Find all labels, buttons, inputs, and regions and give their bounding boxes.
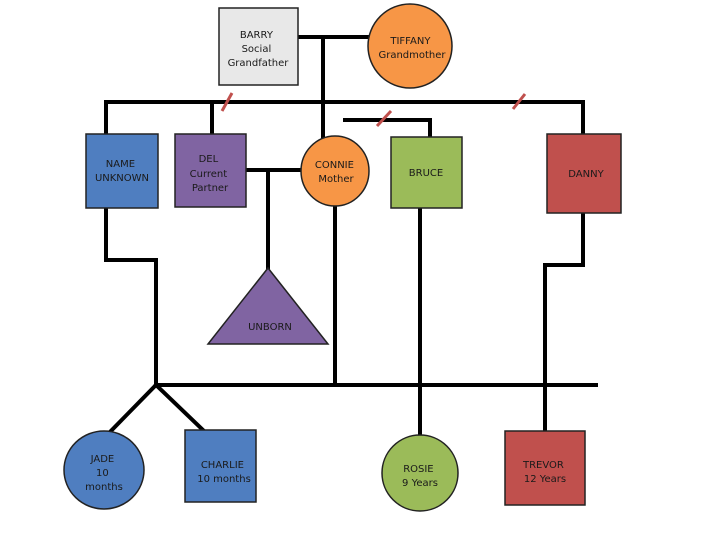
connie-node <box>300 135 370 207</box>
unborn-node <box>206 266 330 345</box>
trevor-label: TREVOR 12 Years <box>522 460 567 485</box>
rosie-label: ROSIE 9 Years <box>402 464 438 489</box>
node-labels: BARRY Social Grandfather TIFFANY Grandmo… <box>85 30 604 493</box>
unknown-label: NAME UNKNOWN <box>95 159 149 184</box>
separation-mark <box>220 92 234 112</box>
separation-mark <box>511 93 527 110</box>
tiffany-node <box>367 3 453 89</box>
bruce-node <box>390 136 463 209</box>
unknown-node <box>85 133 159 209</box>
danny-label: DANNY <box>568 169 604 180</box>
bruce-label: BRUCE <box>409 168 443 179</box>
separation-mark <box>375 109 393 128</box>
relationship-lines <box>103 35 598 440</box>
barry-label: BARRY Social Grandfather <box>228 30 290 69</box>
danny-node <box>546 133 622 214</box>
jade-node <box>63 430 145 510</box>
unknown-descent-line <box>104 206 158 387</box>
charlie-label: CHARLIE 10 months <box>197 460 251 485</box>
tiffany-label: TIFFANY Grandmother <box>378 36 446 61</box>
del-label: DEL Current Partner <box>190 154 231 194</box>
node-shapes <box>63 3 622 512</box>
del-node <box>174 133 247 208</box>
danny-descent-line <box>543 211 585 433</box>
charlie-link-line <box>153 382 206 433</box>
rosie-node <box>381 434 459 512</box>
separation-marks <box>220 92 527 128</box>
jade-link-line <box>103 382 159 439</box>
jade-label: JADE 10 months <box>85 454 123 493</box>
barry-node <box>218 7 299 86</box>
trevor-node <box>504 430 586 506</box>
unborn-label: UNBORN <box>248 322 292 333</box>
connie-label: CONNIE Mother <box>315 160 357 185</box>
charlie-node <box>184 429 257 503</box>
